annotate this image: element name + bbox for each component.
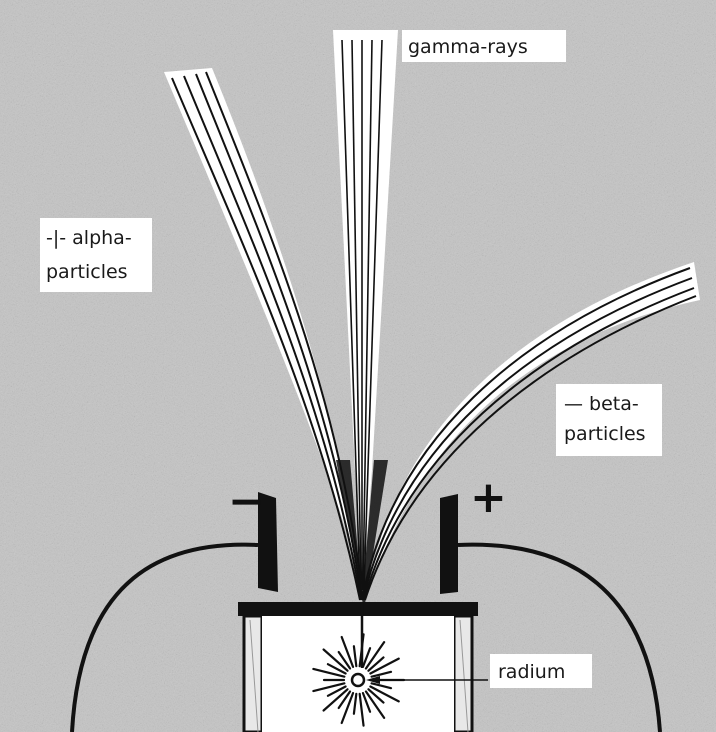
radium-burst-ray <box>369 657 400 675</box>
label-alpha: -|- alpha- particles <box>40 218 152 292</box>
label-gamma: gamma-rays <box>402 30 566 62</box>
radium-burst-ray <box>312 682 346 693</box>
radium-burst-ray <box>352 645 358 668</box>
beam-convergence <box>336 460 388 610</box>
negative-wire <box>70 542 259 732</box>
radium-burst-ray <box>361 691 372 713</box>
positive-wire <box>457 542 662 732</box>
negative-plate <box>258 492 278 592</box>
radium-burst-ray <box>322 648 349 672</box>
beta-particles <box>361 267 697 601</box>
radium-burst-ray <box>370 682 393 690</box>
radium-burst-ray <box>322 688 349 712</box>
label-radium-text: radium <box>498 661 565 683</box>
radium-burst-ray <box>367 656 385 672</box>
plus-sign: + <box>470 472 507 523</box>
lead-container <box>238 602 478 732</box>
radium-burst-ray <box>364 641 386 670</box>
minus-sign: − <box>228 476 265 527</box>
radium-burst <box>312 633 406 727</box>
radium-burst-ray <box>337 690 352 710</box>
radium-burst-ray <box>326 685 347 697</box>
radium-burst-ray <box>326 663 347 675</box>
beta-band <box>366 262 700 600</box>
label-beta-line1: — beta- <box>564 393 639 415</box>
label-radium: radium <box>490 654 592 688</box>
radium-burst-ray <box>337 650 352 670</box>
gamma-band <box>333 30 398 600</box>
gamma-rays <box>341 39 383 591</box>
label-alpha-line2: particles <box>46 261 128 283</box>
label-alpha-line1: -|- alpha- <box>46 227 132 249</box>
radium-burst-ray <box>340 635 355 669</box>
radium-burst-ray <box>340 691 355 725</box>
positive-plate <box>440 494 458 594</box>
radium-burst-ray <box>367 688 385 704</box>
radium-burst-ray <box>364 690 386 719</box>
label-beta-line2: particles <box>564 423 646 445</box>
beam-bands <box>164 30 700 600</box>
label-beta: — beta- particles <box>556 384 662 456</box>
radium-pointer-arrow <box>366 676 380 684</box>
radium-source <box>350 672 366 688</box>
radium-burst-ray <box>369 685 400 703</box>
radium-burst-ray <box>358 633 365 668</box>
radium-burst-ray <box>358 692 365 727</box>
label-gamma-text: gamma-rays <box>408 36 528 58</box>
radium-burst-ray <box>312 667 346 678</box>
radium-burst-ray <box>370 670 393 678</box>
radium-burst-ray <box>352 692 358 715</box>
radium-burst-ray <box>361 647 372 669</box>
